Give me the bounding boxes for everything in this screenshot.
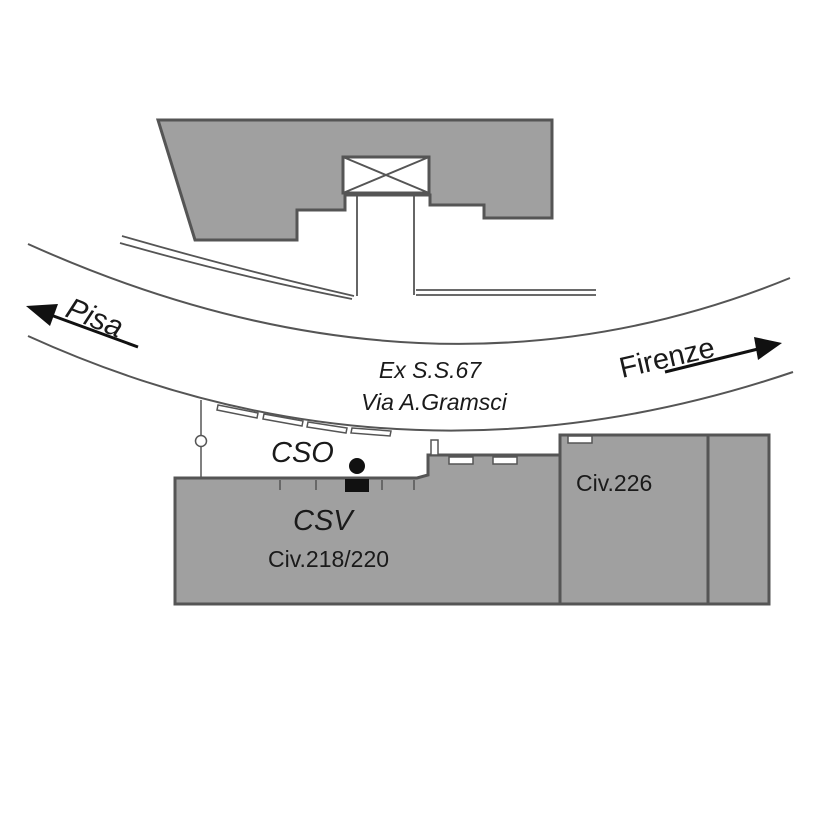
utility-pole — [194, 400, 208, 478]
csv-marker — [345, 479, 369, 492]
building-details — [430, 435, 593, 465]
main-road — [27, 243, 794, 432]
south-building-main — [173, 453, 562, 606]
entrance-marker — [341, 155, 431, 195]
label-civ-226: Civ.226 — [576, 470, 652, 496]
label-csv: CSV — [293, 505, 355, 537]
arrow-pisa — [26, 304, 139, 349]
access-road — [119, 195, 596, 300]
cso-marker — [349, 458, 365, 474]
label-cso: CSO — [271, 437, 334, 469]
label-pisa: Pisa — [61, 292, 127, 344]
label-firenze: Firenze — [616, 332, 717, 385]
arrow-firenze — [664, 337, 782, 374]
facade-ticks — [279, 480, 415, 490]
label-road-name-1: Ex S.S.67 — [379, 357, 482, 383]
south-building-civ226 — [558, 433, 710, 606]
south-building-east — [706, 433, 771, 606]
label-civ-218-220: Civ.218/220 — [268, 546, 389, 572]
parking-bays — [216, 404, 392, 437]
label-road-name-2: Via A.Gramsci — [361, 389, 508, 415]
